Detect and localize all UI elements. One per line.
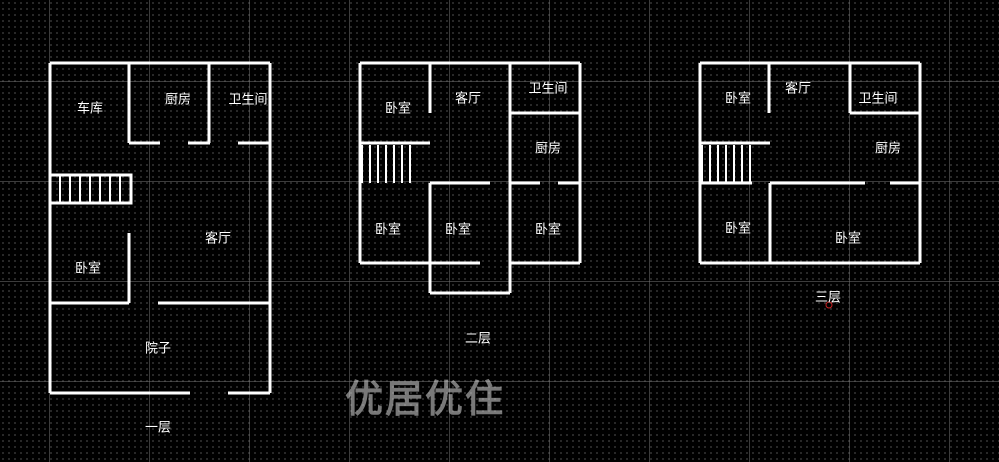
room-label: 卫生间 bbox=[858, 91, 898, 107]
room-label: 卧室 bbox=[444, 222, 472, 238]
room-label: 卧室 bbox=[724, 91, 752, 107]
room-label: 卧室 bbox=[384, 101, 412, 117]
marker-icon bbox=[825, 301, 833, 309]
room-label: 卧室 bbox=[724, 221, 752, 237]
room-label: 客厅 bbox=[204, 231, 232, 247]
stairs bbox=[701, 145, 751, 183]
floor-title: 二层 bbox=[464, 331, 492, 347]
stairs bbox=[361, 145, 411, 183]
room-label: 卧室 bbox=[74, 261, 102, 277]
room-label: 卧室 bbox=[534, 222, 562, 238]
floor-2-walls bbox=[358, 61, 582, 295]
watermark: 优居优住 bbox=[345, 377, 506, 421]
room-label: 卫生间 bbox=[528, 81, 568, 97]
floor-title: 三层 bbox=[814, 290, 842, 306]
floor-3-walls bbox=[698, 61, 922, 265]
room-label: 厨房 bbox=[164, 92, 192, 108]
room-label: 厨房 bbox=[534, 141, 562, 157]
room-label: 院子 bbox=[144, 341, 172, 357]
floor-1-walls bbox=[48, 61, 272, 395]
room-label: 卧室 bbox=[834, 231, 862, 247]
room-label: 客厅 bbox=[454, 91, 482, 107]
room-label: 卫生间 bbox=[228, 92, 268, 108]
floor-title: 一层 bbox=[144, 420, 172, 436]
room-label: 卧室 bbox=[374, 222, 402, 238]
room-label: 客厅 bbox=[784, 81, 812, 97]
room-label: 厨房 bbox=[874, 141, 902, 157]
room-label: 车库 bbox=[76, 101, 104, 117]
